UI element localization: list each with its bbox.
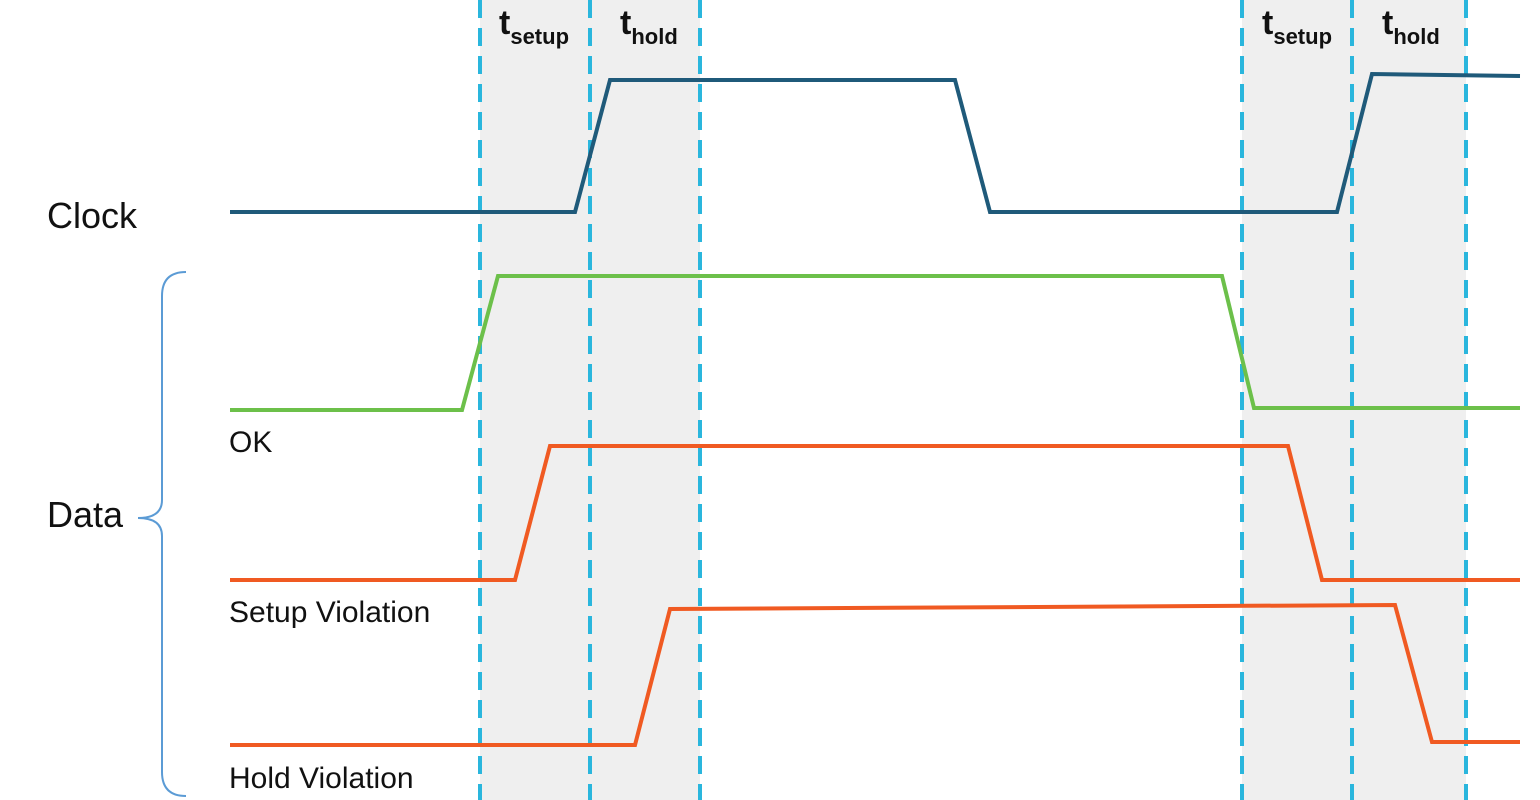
thold-label-2: thold: [1382, 4, 1440, 49]
hold-violation-trace: [230, 602, 1520, 747]
thold-label-1: thold: [620, 4, 678, 49]
hold-violation-label: Hold Violation: [229, 762, 414, 795]
setup-violation-label: Setup Violation: [229, 596, 430, 629]
tsetup-label-1: tsetup: [499, 4, 569, 49]
signal-traces: [230, 71, 1521, 747]
guide-lines: [478, 0, 1468, 800]
setup-window-1: [480, 0, 590, 800]
clock-trace: [230, 71, 1521, 214]
timing-windows: [480, 0, 1466, 800]
data-brace: [137, 271, 187, 797]
clock-label: Clock: [47, 195, 138, 236]
hold-window-2: [1352, 0, 1466, 800]
data-label: Data: [47, 494, 124, 535]
ok-label: OK: [229, 426, 272, 459]
setup-window-2: [1242, 0, 1352, 800]
hold-window-1: [590, 0, 700, 800]
timing-labels: tsetup thold tsetup thold: [499, 4, 1440, 49]
ok-trace: [230, 274, 1520, 412]
setup-violation-trace: [230, 444, 1520, 582]
tsetup-label-2: tsetup: [1262, 4, 1332, 49]
